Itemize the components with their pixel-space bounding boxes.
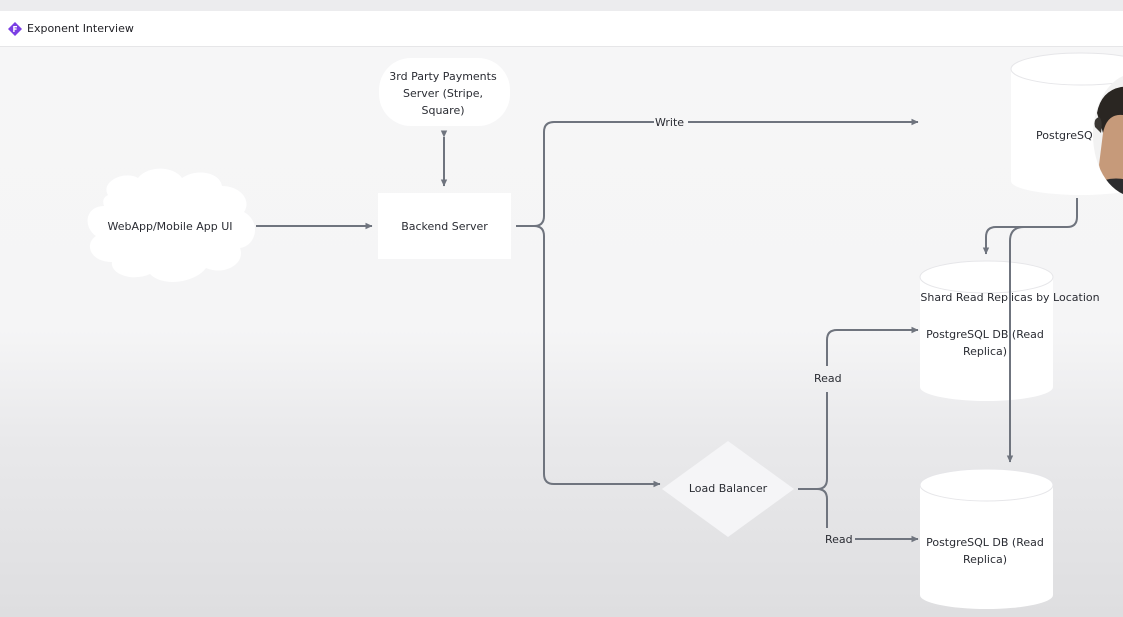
replica1-label-line-2: Replica) [963, 345, 1007, 358]
read-lower-edge-label: Read [825, 533, 853, 546]
edge-backend-write-a [516, 121, 654, 227]
backend-server-node[interactable]: Backend Server [378, 193, 511, 259]
edge-backend-to-load-balancer [533, 225, 661, 488]
app-title: Exponent Interview [27, 22, 134, 35]
top-strip [0, 0, 1123, 11]
load-balancer-node[interactable]: Load Balancer [662, 441, 794, 537]
exponent-logo-icon [8, 21, 22, 36]
replica2-label-line-1: PostgreSQL DB (Read [926, 536, 1044, 549]
edge-lb-read-upper-b [826, 326, 919, 366]
backend-label: Backend Server [401, 220, 488, 233]
replica2-label-line-2: Replica) [963, 553, 1007, 566]
title-bar: Exponent Interview [0, 11, 1123, 47]
payments-label-line-1: 3rd Party Payments [389, 70, 497, 83]
payments-label-line-3: Square) [421, 104, 464, 117]
client-label: WebApp/Mobile App UI [107, 220, 232, 233]
client-cloud-node[interactable]: WebApp/Mobile App UI [87, 168, 256, 282]
edge-primary-to-replica-2 [1006, 226, 1025, 463]
primary-db-label: PostgreSQ [1036, 129, 1093, 142]
payments-server-node[interactable]: 3rd Party Payments Server (Stripe, Squar… [379, 58, 510, 126]
replica1-label-line-1: PostgreSQL DB (Read [926, 328, 1044, 341]
edge-lb-read-lower-a [816, 488, 828, 528]
edge-primary-to-replica-1 [982, 198, 1078, 255]
read-replica-1-node[interactable]: PostgreSQL DB (Read Replica) [919, 260, 1054, 401]
load-balancer-label: Load Balancer [689, 482, 768, 495]
read-replica-2-node[interactable]: PostgreSQL DB (Read Replica) [919, 468, 1054, 609]
read-upper-edge-label: Read [814, 372, 842, 385]
payments-label-line-2: Server (Stripe, [403, 87, 483, 100]
edge-lb-read-upper-a [798, 392, 828, 490]
write-edge-label: Write [655, 116, 684, 129]
